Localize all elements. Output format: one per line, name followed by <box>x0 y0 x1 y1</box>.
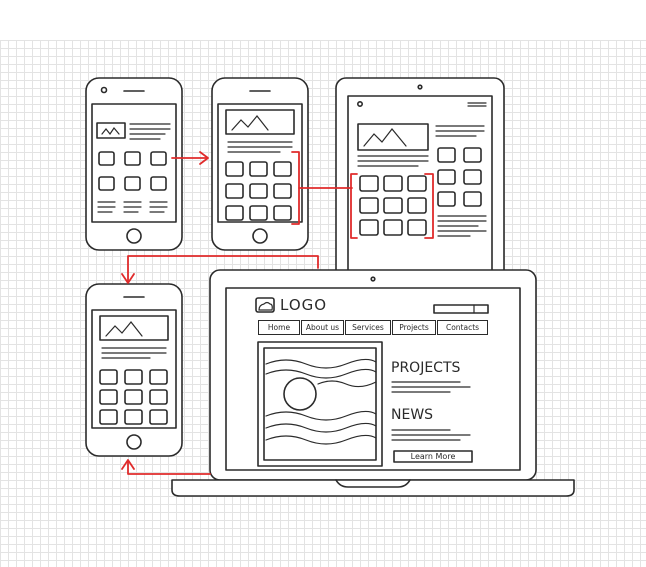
logo-text: LOGO <box>280 296 328 314</box>
phone-wireframe-3 <box>85 283 183 457</box>
tablet-wireframe <box>335 77 505 301</box>
flow-arrows <box>121 151 434 475</box>
nav-item-home: Home <box>258 320 300 335</box>
phone-wireframe-1 <box>85 77 183 251</box>
news-heading: NEWS <box>391 407 434 423</box>
nav-item-services: Services <box>345 320 391 335</box>
nav-item-projects: Projects <box>392 320 436 335</box>
nav-item-about-us: About us <box>301 320 344 335</box>
phone-wireframe-2 <box>211 77 309 251</box>
learn-more-button: Learn More <box>410 452 456 461</box>
projects-heading: PROJECTS <box>391 360 461 376</box>
laptop-wireframe <box>171 269 575 497</box>
nav-item-contacts: Contacts <box>437 320 488 335</box>
